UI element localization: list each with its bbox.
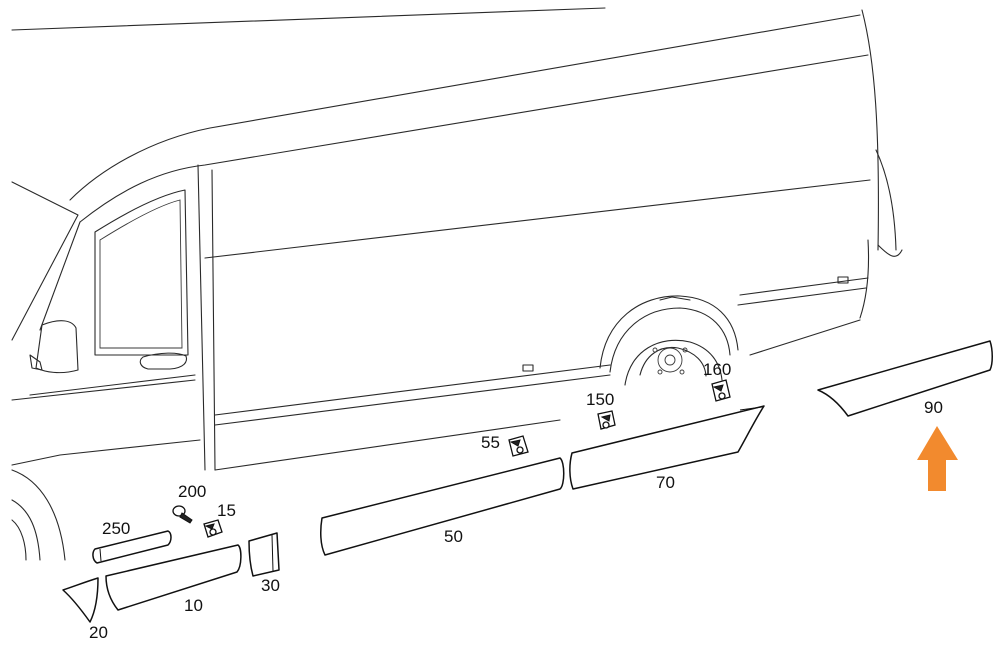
label-30: 30 (261, 576, 280, 595)
part-200-screw (172, 505, 193, 524)
highlight-arrow-icon (917, 426, 958, 491)
part-55-clip (508, 435, 529, 457)
part-150-clip (597, 410, 616, 430)
part-250-trim-strip (92, 530, 172, 564)
label-200: 200 (178, 482, 206, 501)
label-70: 70 (656, 473, 675, 492)
part-10-molding (105, 544, 242, 611)
label-55: 55 (481, 433, 500, 452)
label-15: 15 (217, 501, 236, 520)
part-90-molding (817, 340, 993, 417)
label-50: 50 (444, 527, 463, 546)
part-30-molding-piece (248, 532, 280, 577)
part-160-clip (711, 379, 731, 402)
van-outline (11, 7, 903, 561)
label-150: 150 (586, 390, 614, 409)
label-10: 10 (184, 596, 203, 615)
part-50-molding (320, 457, 565, 556)
label-90: 90 (924, 398, 943, 417)
label-250: 250 (102, 519, 130, 538)
label-20: 20 (89, 623, 108, 642)
part-70-molding (569, 405, 765, 490)
part-20-end-cap (62, 577, 99, 623)
label-160: 160 (703, 360, 731, 379)
part-15-clip (203, 519, 223, 538)
